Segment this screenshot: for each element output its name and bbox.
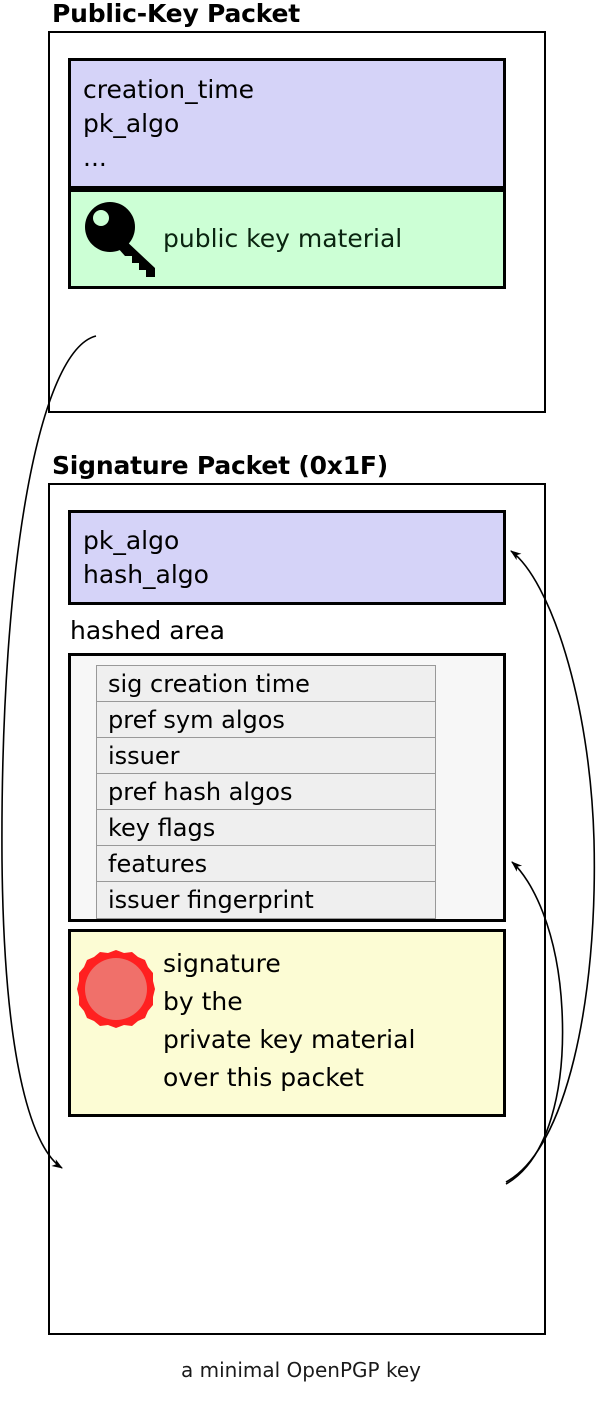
subpacket-row: key flags xyxy=(97,810,435,846)
signature-header-fields-block: pk_algo hash_algo xyxy=(68,510,506,605)
subpacket-row: pref hash algos xyxy=(97,774,435,810)
subpacket-row: issuer xyxy=(97,738,435,774)
signature-description-text: signature by the private key material ov… xyxy=(163,949,416,1092)
subpacket-row: issuer fingerprint xyxy=(97,882,435,918)
hashed-area-label: hashed area xyxy=(70,616,225,645)
signature-header-fields-text: pk_algo hash_algo xyxy=(83,526,209,589)
public-key-packet-title: Public-Key Packet xyxy=(52,0,301,28)
signature-packet-box: pk_algo hash_algo hashed area sig creati… xyxy=(48,483,546,1335)
subpacket-row: pref sym algos xyxy=(97,702,435,738)
subpacket-row: features xyxy=(97,846,435,882)
public-key-packet-box: creation_time pk_algo ... public key mat… xyxy=(48,31,546,413)
diagram-caption: a minimal OpenPGP key xyxy=(181,1358,421,1382)
key-icon xyxy=(85,202,155,277)
public-key-header-fields-text: creation_time pk_algo ... xyxy=(83,75,255,172)
signature-block: signature by the private key material ov… xyxy=(68,929,506,1117)
wax-seal-icon xyxy=(77,950,155,1028)
public-key-header-fields-block: creation_time pk_algo ... xyxy=(68,58,506,189)
public-key-material-label: public key material xyxy=(163,224,403,253)
public-key-material-block: public key material xyxy=(68,189,506,289)
subpacket-row: sig creation time xyxy=(97,666,435,702)
signature-packet-title: Signature Packet (0x1F) xyxy=(52,451,389,480)
